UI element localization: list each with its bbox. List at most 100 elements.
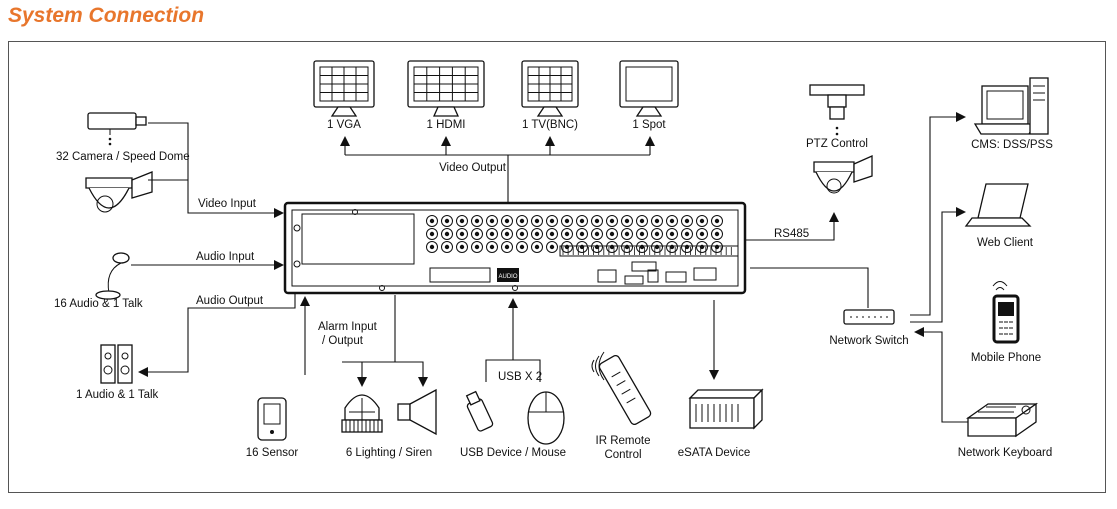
alarm-io-label-2: / Output (322, 335, 364, 347)
bnc-connector-pin (504, 244, 510, 250)
ir-remote-icon (591, 351, 652, 425)
network-group: Network Switch (750, 112, 1004, 423)
video-input-label: Video Input (198, 198, 257, 210)
esata-device-icon (688, 388, 764, 430)
bnc-connector-pin (489, 218, 495, 224)
hdmi-label: 1 HDMI (427, 119, 466, 131)
diagram-frame (8, 41, 1106, 493)
bnc-connector-pin (534, 218, 540, 224)
bnc-connector-pin (714, 244, 720, 250)
usb-group: USB X 2 USB Device / Mouse (460, 298, 566, 459)
lighting-icon (341, 394, 383, 433)
web-client-group: Web Client (964, 183, 1034, 249)
web-client-label: Web Client (977, 237, 1034, 249)
ptz-bracket-icon (809, 84, 865, 120)
esata-label: eSATA Device (678, 447, 750, 459)
bnc-connector-pin (534, 231, 540, 237)
bnc-connector-pin (594, 218, 600, 224)
bnc-connector-pin (669, 231, 675, 237)
video-output-bus: Video Output (340, 136, 655, 203)
dvr-unit: AUDIO (283, 201, 747, 295)
bnc-connector-pin (639, 231, 645, 237)
cms-label: CMS: DSS/PSS (971, 139, 1053, 151)
bnc-connector-pin (489, 231, 495, 237)
spot-label: 1 Spot (632, 119, 666, 131)
bnc-connector-pin (669, 218, 675, 224)
bnc-connector-pin (579, 218, 585, 224)
mobile-phone-label: Mobile Phone (971, 352, 1041, 364)
usb-drive-icon (465, 390, 494, 432)
laptop-icon (964, 183, 1032, 227)
bnc-connector-pin (654, 231, 660, 237)
camera-label: 32 Camera / Speed Dome (56, 151, 190, 163)
bnc-connector-grid (426, 215, 732, 255)
ir-remote-group: IR Remote Control (591, 351, 652, 461)
bnc-connector-pin (639, 218, 645, 224)
audio-output-label: Audio Output (196, 295, 264, 307)
bnc-connector-pin (429, 244, 435, 250)
bnc-connector-pin (624, 218, 630, 224)
bnc-connector-pin (609, 231, 615, 237)
alarm-group: Alarm Input / Output 16 Sensor 6 Lightin… (246, 295, 437, 459)
mobile-phone-group: Mobile Phone (971, 281, 1041, 364)
network-switch-label: Network Switch (829, 335, 908, 347)
usb-device-label: USB Device / Mouse (460, 447, 566, 459)
audio-source-label: 16 Audio & 1 Talk (54, 298, 143, 310)
sensor-label: 16 Sensor (246, 447, 299, 459)
ptz-label: PTZ Control (806, 138, 868, 150)
bnc-connector-pin (474, 231, 480, 237)
ptz-group: PTZ Control RS485 (745, 84, 873, 241)
cms-group: CMS: DSS/PSS (971, 77, 1053, 151)
bnc-connector-pin (474, 244, 480, 250)
audio-output-group: Audio Output 1 Audio & 1 Talk (76, 293, 296, 401)
hdmi-monitor: 1 HDMI (407, 60, 485, 131)
mouse-icon (527, 391, 565, 445)
bnc-connector-pin (459, 218, 465, 224)
bnc-connector-pin (714, 218, 720, 224)
bnc-connector-pin (549, 218, 555, 224)
network-keyboard-icon (965, 402, 1039, 438)
bnc-connector-pin (504, 218, 510, 224)
bnc-connector-pin (504, 231, 510, 237)
bnc-connector-pin (489, 244, 495, 250)
bnc-connector-pin (564, 218, 570, 224)
microphone-icon (95, 252, 130, 300)
bnc-connector-pin (519, 244, 525, 250)
tv-monitor: 1 TV(BNC) (521, 60, 579, 131)
audio-port-badge: AUDIO (498, 274, 517, 280)
network-keyboard-group: Network Keyboard (958, 402, 1052, 459)
bnc-connector-pin (519, 218, 525, 224)
vga-label: 1 VGA (327, 119, 361, 131)
vga-monitor: 1 VGA (313, 60, 375, 131)
bnc-connector-pin (699, 218, 705, 224)
bnc-connector-pin (654, 244, 660, 250)
camera-group: 32 Camera / Speed Dome Video Input (56, 112, 284, 218)
bnc-connector-pin (429, 218, 435, 224)
sensor-icon (257, 397, 287, 441)
bnc-connector-pin (549, 244, 555, 250)
page-title: System Connection (8, 4, 205, 27)
tv-label: 1 TV(BNC) (522, 119, 578, 131)
bnc-connector-pin (714, 231, 720, 237)
bnc-connector-pin (684, 218, 690, 224)
bnc-connector-pin (579, 231, 585, 237)
bnc-connector-pin (444, 244, 450, 250)
bnc-connector-pin (639, 244, 645, 250)
ir-remote-label-2: Control (604, 449, 641, 461)
bnc-connector-pin (459, 244, 465, 250)
speaker-icon (100, 344, 133, 384)
bnc-connector-pin (624, 231, 630, 237)
ptz-dome-icon (813, 154, 873, 194)
spot-monitor: 1 Spot (619, 60, 679, 131)
bnc-connector-pin (564, 244, 570, 250)
bnc-connector-pin (474, 218, 480, 224)
audio-input-label: Audio Input (196, 251, 255, 263)
bnc-connector-pin (444, 231, 450, 237)
esata-group: eSATA Device (678, 300, 764, 459)
bnc-connector-pin (684, 231, 690, 237)
bnc-connector-pin (549, 231, 555, 237)
ir-remote-label-1: IR Remote (596, 435, 651, 447)
lighting-label: 6 Lighting / Siren (346, 447, 432, 459)
video-output-label: Video Output (439, 162, 507, 174)
